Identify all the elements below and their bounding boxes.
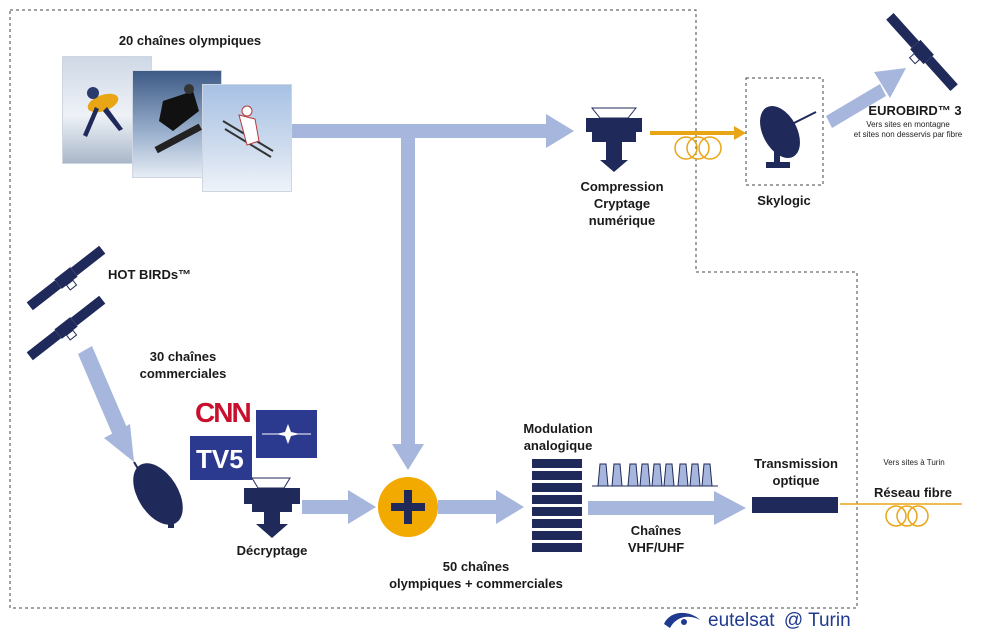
transmission-label: Transmission optique <box>754 456 838 488</box>
arrow-head-dish <box>104 424 134 462</box>
system-boundary <box>9 9 858 609</box>
cnn-logo: CNN <box>193 394 252 430</box>
commercial-channels-label: 30 chaînes commerciales <box>139 349 227 381</box>
fiber-link-skylogic <box>650 126 746 160</box>
modulation-stack <box>532 459 582 552</box>
arrow-head-transmission <box>714 491 746 525</box>
eutelsat-logo-icon <box>664 612 700 628</box>
arrow-photos-to-compression <box>290 124 548 138</box>
compression-label: Compression Cryptage numérique <box>580 179 664 228</box>
fiber-network-label: Réseau fibre <box>873 485 953 500</box>
skylogic-box <box>745 77 824 186</box>
arrow-decrypt-to-plus <box>302 500 352 514</box>
turin-note: Vers sites à Turin <box>883 458 945 467</box>
hotbird-satellite-2 <box>26 295 106 361</box>
arrow-down-to-plus <box>401 138 415 446</box>
transmission-bar <box>752 497 838 513</box>
arrow-head-plus <box>392 444 424 470</box>
arrow-head-eurobird <box>874 68 906 98</box>
combined-channels-label: 50 chaînes olympiques + commerciales <box>389 559 563 591</box>
vhf-spectrum <box>592 463 718 487</box>
eurobird-note: Vers sites en montagne et sites non dess… <box>853 120 963 139</box>
arrow-sat-to-dish <box>78 346 128 438</box>
star-channel-logo <box>256 410 317 458</box>
brand-footer: eutelsat @ Turin <box>708 610 851 632</box>
svg-text:CNN: CNN <box>195 397 250 428</box>
olympic-channels-label: 20 chaînes olympiques <box>118 33 262 48</box>
skylogic-dish-icon <box>760 106 817 168</box>
arrow-modulation-to-transmission <box>588 501 718 515</box>
modulation-label: Modulation analogique <box>523 421 593 453</box>
compression-icon <box>586 107 642 172</box>
arrow-head-plus-left <box>348 490 376 524</box>
combiner-plus <box>378 477 438 537</box>
brand-at: @ <box>783 610 804 631</box>
tv5-logo: TV5 <box>190 436 252 480</box>
eurobird-satellite <box>886 12 958 92</box>
decryptage-label: Décryptage <box>236 543 308 558</box>
arrow-plus-to-modulation <box>438 500 500 514</box>
photo-ski-jumper <box>202 84 292 192</box>
fiber-link-turin <box>840 503 962 527</box>
vhf-channels-label: Chaînes VHF/UHF <box>627 523 685 555</box>
hotbird-satellite-1 <box>26 245 106 311</box>
brand-name: eutelsat <box>708 610 775 631</box>
eurobird-label: EUROBIRD™ 3 <box>868 103 962 118</box>
skylogic-label: Skylogic <box>757 193 811 208</box>
brand-city: Turin <box>808 610 851 631</box>
decryptage-icon <box>244 477 300 538</box>
arrow-head-compression <box>546 114 574 148</box>
hotbirds-label: HOT BIRDs™ <box>108 267 192 282</box>
arrow-skylogic-to-eurobird <box>826 84 886 128</box>
arrow-head-modulation <box>496 490 524 524</box>
receiving-dish-icon <box>133 461 183 528</box>
svg-text:TV5: TV5 <box>196 444 244 474</box>
